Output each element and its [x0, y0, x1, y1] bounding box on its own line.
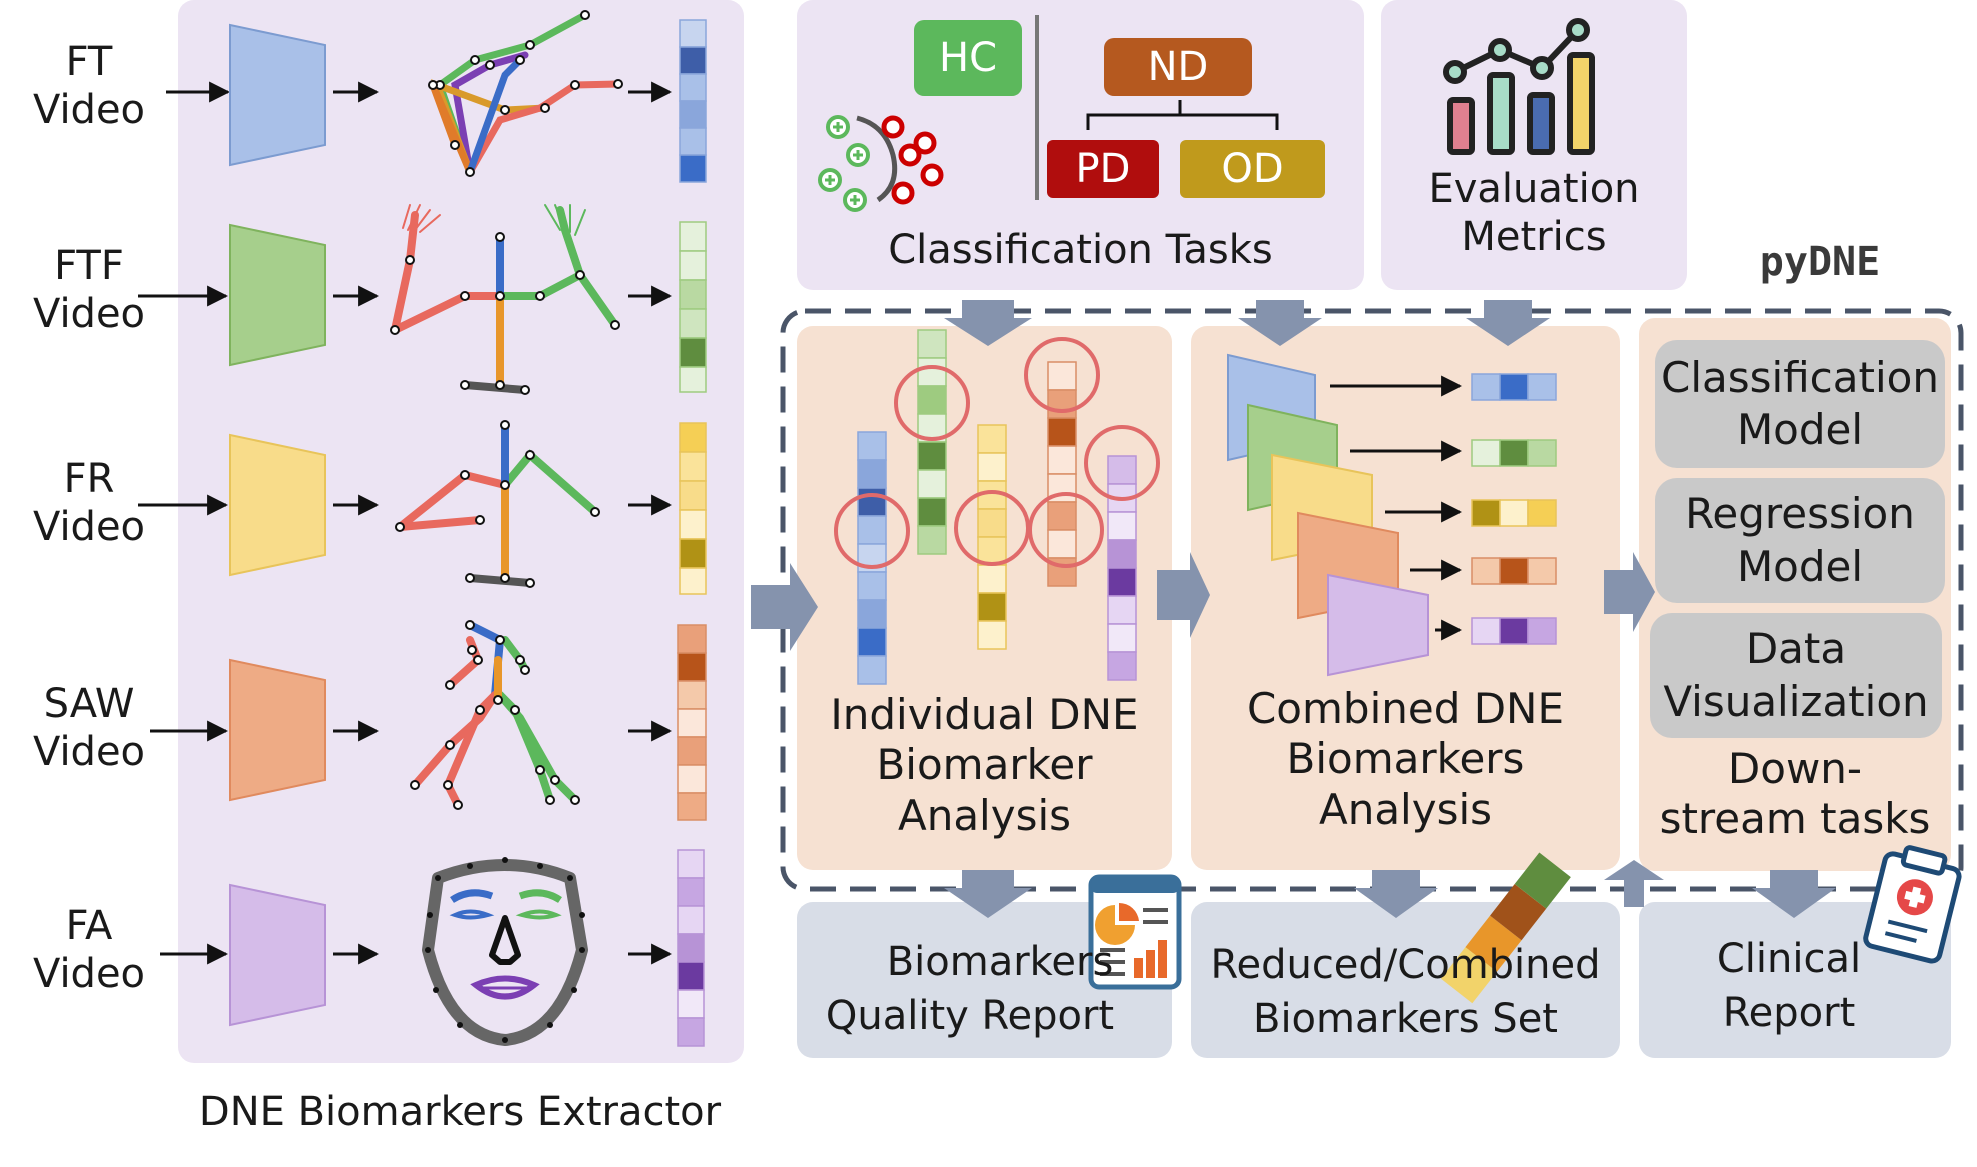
ftf-video-name: FTF: [54, 243, 124, 289]
ft-feature-vector: [679, 19, 707, 183]
individual-feature-columns: [834, 329, 1160, 685]
classification-title: Classification Tasks: [888, 227, 1273, 273]
fr-row: [138, 420, 707, 595]
clinical-report-line2: Report: [1722, 990, 1856, 1036]
clinical-report-label: Clinical Report: [1639, 932, 1939, 1040]
combined-encoder-stack: [1227, 353, 1429, 677]
hand-skeleton: [428, 10, 623, 177]
pd-tag: PD: [1047, 140, 1159, 198]
regression-model-line1: Regression: [1685, 489, 1915, 538]
regression-model-line2: Model: [1736, 541, 1864, 591]
nd-tag: ND: [1104, 38, 1252, 96]
combined-line1: Combined DNE: [1246, 684, 1565, 733]
evaluation-line2: Metrics: [1461, 214, 1607, 260]
reduced-set-line1: Reduced/Combined: [1210, 942, 1601, 988]
ft-video-label: FT Video: [0, 38, 178, 134]
ftf-video-label: FTF Video: [0, 242, 178, 338]
ftf-row: [138, 204, 707, 395]
od-tag: OD: [1180, 140, 1325, 198]
individual-line2: Biomarker: [876, 740, 1093, 790]
individual-analysis-label: Individual DNE Biomarker Analysis: [797, 690, 1172, 841]
fa-encoder: [229, 883, 326, 1027]
ft-video-word: Video: [32, 87, 146, 133]
evaluation-line1: Evaluation: [1428, 166, 1640, 212]
quality-report-label: Biomarkers Quality Report: [800, 935, 1160, 1043]
data-visualization-line1: Data: [1745, 624, 1847, 673]
combined-line3: Analysis: [1318, 784, 1493, 834]
face-landmarks: [422, 857, 588, 1046]
fa-row: [160, 849, 705, 1047]
clinical-report-line1: Clinical: [1716, 936, 1862, 982]
reduced-set-panel: [1191, 902, 1620, 1058]
pydne-brand: pyDNE: [1759, 239, 1881, 285]
clipboard-medical-icon: [1863, 845, 1962, 964]
ftf-video-word: Video: [32, 291, 146, 337]
fr-video-label: FR Video: [0, 455, 178, 551]
fa-video-name: FA: [65, 903, 113, 949]
downstream-line2: stream tasks: [1659, 794, 1931, 844]
downstream-line1: Down-: [1727, 744, 1863, 793]
data-visualization-line2: Visualization: [1663, 676, 1929, 726]
ftf-feature-vector: [679, 221, 707, 393]
fr-feature-vector: [679, 422, 707, 595]
downstream-title: Down- stream tasks: [1639, 744, 1951, 845]
fa-feature-vector: [677, 849, 705, 1047]
classification-model-line1: Classification: [1661, 352, 1939, 402]
fr-encoder: [229, 433, 326, 577]
extractor-title: DNE Biomarkers Extractor: [198, 1089, 722, 1135]
individual-line3: Analysis: [897, 790, 1072, 840]
ft-encoder: [229, 23, 326, 167]
fr-video-name: FR: [63, 456, 115, 502]
saw-feature-vector: [677, 624, 707, 821]
evaluation-label: Evaluation Metrics: [1381, 165, 1687, 261]
flow-arrows: [751, 300, 1836, 918]
saw-video-name: SAW: [43, 681, 135, 727]
selection-circles: [834, 337, 1160, 569]
ft-video-name: FT: [65, 39, 113, 85]
body-skeleton-fr: [395, 420, 600, 588]
body-skeleton-saw: [410, 620, 580, 810]
quality-report-line2: Quality Report: [825, 993, 1115, 1039]
reduced-set-line2: Biomarkers Set: [1253, 996, 1558, 1042]
fr-video-word: Video: [32, 504, 146, 550]
quality-report-line1: Biomarkers: [886, 939, 1114, 985]
color-stack-icon: [1440, 852, 1571, 1004]
saw-video-label: SAW Video: [0, 680, 178, 776]
bar-chart-icon: [1443, 18, 1595, 155]
saw-encoder: [229, 658, 326, 802]
body-skeleton-ftf: [390, 204, 620, 395]
classifier-scatter-icon: [818, 115, 944, 212]
saw-row: [150, 620, 707, 821]
combined-feature-chips: [1471, 373, 1557, 645]
ft-row: [166, 10, 707, 183]
individual-line1: Individual DNE: [830, 690, 1139, 739]
fa-video-word: Video: [32, 951, 146, 997]
reduced-set-label: Reduced/Combined Biomarkers Set: [1191, 938, 1620, 1046]
saw-video-word: Video: [32, 729, 146, 775]
classification-model-line2: Model: [1736, 405, 1864, 454]
report-chart-icon: [1088, 874, 1182, 990]
combined-analysis-label: Combined DNE Biomarkers Analysis: [1191, 684, 1620, 835]
ftf-encoder: [229, 223, 326, 367]
fa-video-label: FA Video: [0, 902, 178, 998]
combined-line2: Biomarkers: [1286, 734, 1525, 784]
hc-tag: HC: [914, 20, 1022, 96]
